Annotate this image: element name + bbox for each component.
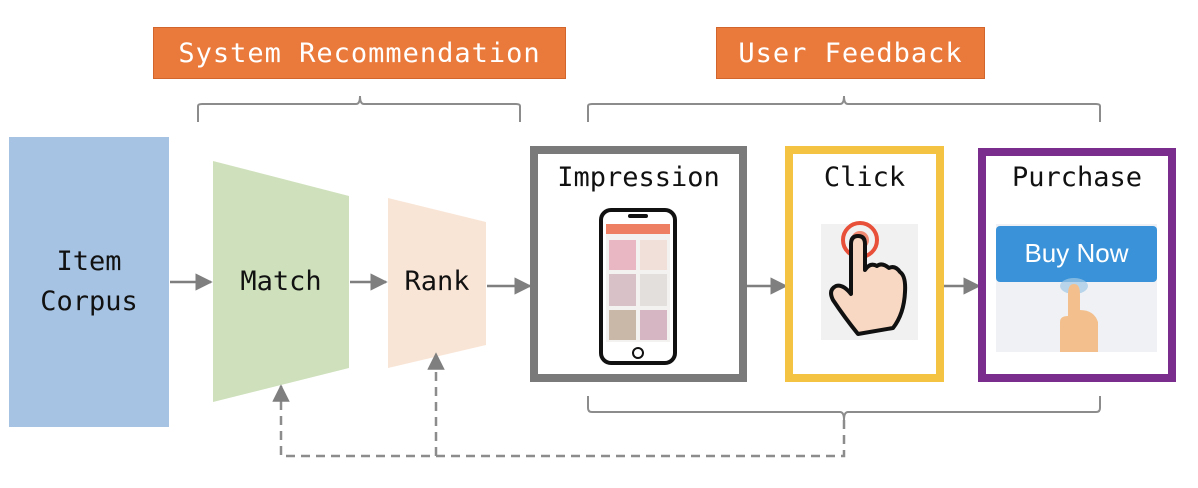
user-feedback-header: User Feedback (716, 27, 985, 79)
buy-now-label: Buy Now (1024, 238, 1129, 268)
impression-label: Impression (557, 162, 720, 193)
feedback-bottom-brace (587, 396, 1101, 421)
rank-trapezoid (388, 198, 486, 368)
item-corpus-block (9, 137, 169, 427)
buy-now-graphic (996, 224, 1157, 352)
feedback-loop-dashed (272, 384, 846, 458)
smartphone-icon (599, 208, 677, 365)
system-recommendation-label: System Recommendation (178, 37, 541, 69)
match-label: Match (240, 266, 322, 297)
system-brace (197, 95, 521, 122)
purchase-label: Purchase (1011, 162, 1143, 193)
feedback-brace (587, 95, 1101, 122)
item-corpus-line2: Corpus (40, 286, 138, 317)
tap-hand-icon (821, 221, 918, 340)
system-recommendation-header: System Recommendation (153, 27, 566, 79)
click-label: Click (823, 162, 906, 193)
buy-now-hand-icon (1060, 278, 1098, 352)
rank-label: Rank (404, 266, 470, 297)
item-corpus-label: Item Corpus (9, 242, 169, 322)
match-trapezoid (213, 161, 349, 402)
item-corpus-line1: Item (56, 246, 122, 277)
user-feedback-label: User Feedback (738, 37, 963, 69)
